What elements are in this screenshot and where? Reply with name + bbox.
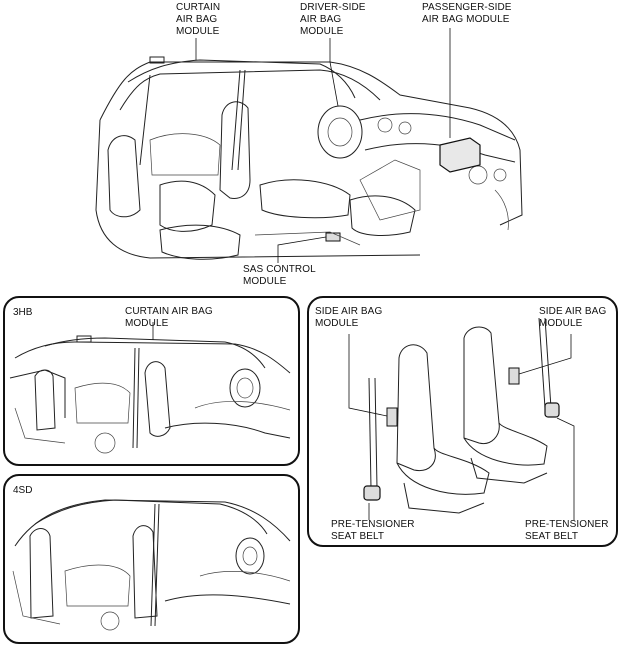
pretensioner-left-label: PRE-TENSIONER SEAT BELT xyxy=(331,519,415,542)
driver-airbag-label: DRIVER-SIDE AIR BAG MODULE xyxy=(300,2,366,37)
right-side-airbag xyxy=(508,367,520,385)
sas-control-module xyxy=(325,232,341,242)
panel-3hb-curtain-label: CURTAIN AIR BAG MODULE xyxy=(125,306,213,329)
car-4sd-illustration xyxy=(12,499,291,631)
side-airbag-right-label: SIDE AIR BAG MODULE xyxy=(539,306,607,329)
sas-control-label: SAS CONTROL MODULE xyxy=(243,264,316,287)
right-pretensioner xyxy=(544,402,560,418)
passenger-airbag-label: PASSENGER-SIDE AIR BAG MODULE xyxy=(422,2,512,25)
curtain-airbag-module-top xyxy=(149,56,165,64)
seats-illustration xyxy=(348,317,575,520)
panel-3hb-tag: 3HB xyxy=(13,307,33,318)
left-pretensioner xyxy=(363,485,381,501)
panel-4sd: 4SD xyxy=(3,474,300,644)
driver-airbag-module xyxy=(317,105,363,159)
pretensioner-right-label: PRE-TENSIONER SEAT BELT xyxy=(525,519,609,542)
left-side-airbag xyxy=(386,407,398,427)
car-3hb-illustration xyxy=(9,322,291,454)
panel-4sd-tag: 4SD xyxy=(13,485,33,496)
passenger-airbag-module xyxy=(439,137,481,173)
panel-seats: SIDE AIR BAG MODULE SIDE AIR BAG MODULE … xyxy=(307,296,618,547)
panel-3hb: 3HB CURTAIN AIR BAG MODULE xyxy=(3,296,300,466)
curtain-airbag-label: CURTAIN AIR BAG MODULE xyxy=(176,2,221,37)
main-car-illustration xyxy=(95,28,523,263)
side-airbag-left-label: SIDE AIR BAG MODULE xyxy=(315,306,383,329)
